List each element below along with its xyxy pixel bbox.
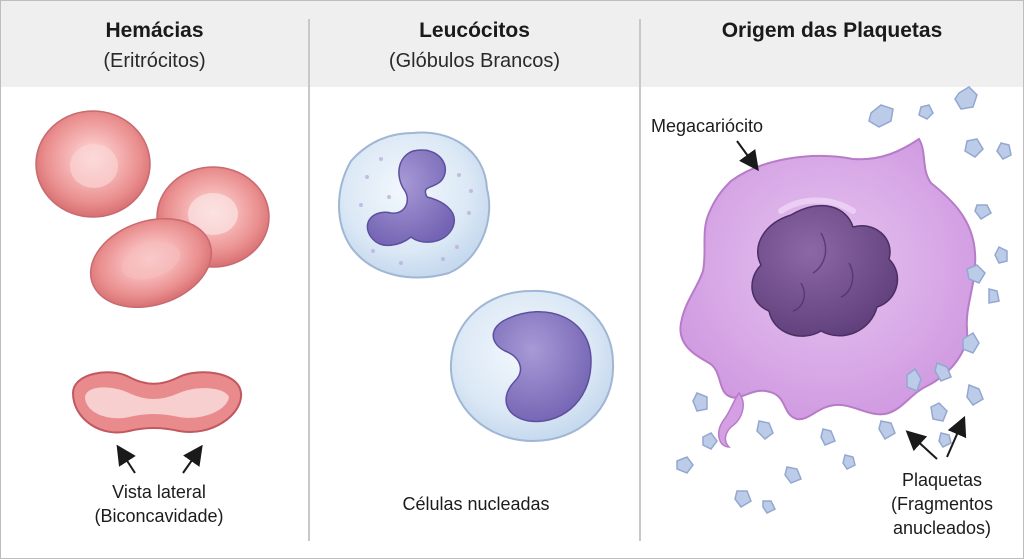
platelet-arrow-left [905, 430, 938, 460]
platelet-panel-title: Origem das Plaquetas [721, 19, 943, 42]
rbc-side-label-line2: (Biconcavidade) [94, 506, 224, 526]
platelets-label-line3: anucleados) [892, 518, 992, 538]
megakaryocyte-label: Megacariócito [651, 116, 764, 136]
platelets-label-line2: (Fragmentos [890, 494, 994, 514]
megakaryocyte-arrow [736, 140, 759, 172]
rbc-cell-1 [35, 110, 151, 218]
platelets-label-line1: Plaquetas [901, 470, 983, 490]
wbc-lymphocyte [449, 289, 615, 443]
rbc-side-arrow-left [116, 444, 136, 474]
wbc-panel-title: Leucócitos [419, 19, 530, 42]
panel-divider-1 [308, 19, 310, 541]
header-band [1, 1, 1023, 87]
megakaryocyte-nucleus [751, 204, 899, 337]
platelet-arrow-right [946, 415, 967, 458]
platelet-fragments [676, 86, 1012, 514]
rbc-cell-3 [89, 217, 213, 309]
rbc-panel-title: Hemácias [105, 19, 204, 42]
rbc-panel-subtitle: (Eritrócitos) [103, 50, 206, 72]
wbc-neutrophil [338, 131, 491, 279]
rbc-side-view [71, 371, 243, 434]
rbc-side-arrow-right [182, 444, 203, 474]
panel-divider-2 [639, 19, 641, 541]
wbc-panel-subtitle: (Glóbulos Brancos) [388, 50, 561, 72]
rbc-side-label-line1: Vista lateral [112, 482, 206, 502]
wbc-caption: Células nucleadas [402, 494, 550, 514]
